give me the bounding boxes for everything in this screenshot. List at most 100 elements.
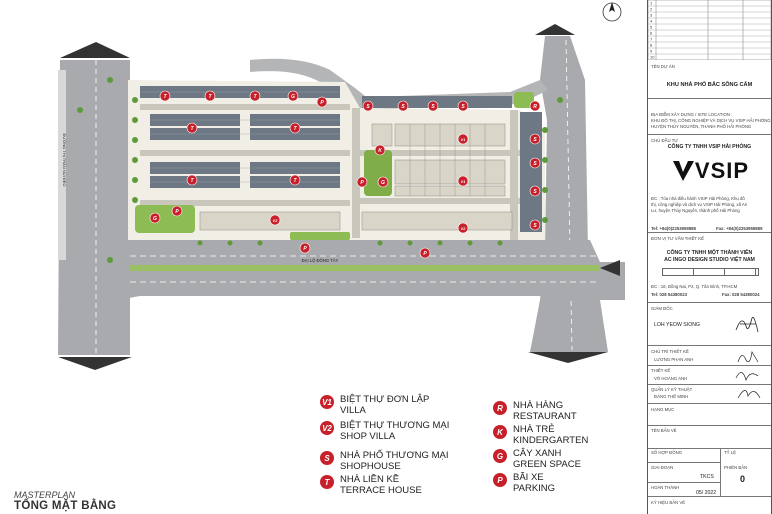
trees bbox=[77, 77, 563, 263]
vsip-logo-mark-icon bbox=[672, 161, 694, 181]
badge-code: P bbox=[360, 180, 364, 186]
owner-address-2: thị, công nghiệp và dịch vụ VSIP Hải Phò… bbox=[651, 202, 748, 207]
legend-badge: P bbox=[493, 473, 507, 487]
masterplan-label: MASTERPLAN bbox=[14, 490, 76, 500]
badge-parking: P bbox=[419, 247, 431, 259]
qa-name: ĐẶNG THẾ MINH bbox=[654, 394, 689, 399]
owner-heading: CHỦ ĐẦU TƯ bbox=[651, 138, 678, 143]
contract-heading: SỐ HỢP ĐỒNG bbox=[651, 450, 683, 455]
director-name: LOH YEOW SIONG bbox=[654, 322, 701, 328]
scale-heading: TỶ LỆ bbox=[724, 450, 736, 455]
badge-code: V1 bbox=[461, 180, 466, 184]
badge-shop: S bbox=[457, 100, 469, 112]
stage-cell bbox=[648, 462, 721, 483]
badge-terrace: T bbox=[249, 90, 261, 102]
director-signature-icon bbox=[735, 316, 759, 333]
badge-code: P bbox=[175, 209, 179, 215]
revision-number: 7 bbox=[650, 37, 653, 42]
legend-label-en: VILLA bbox=[340, 405, 366, 416]
revision-number: 2 bbox=[650, 7, 653, 12]
masterplan-title: TỔNG MẶT BẰNG bbox=[14, 500, 117, 512]
badge-code: T bbox=[293, 126, 297, 132]
badge-code: S bbox=[366, 104, 370, 110]
revision-heading: PHIÊN BẢN bbox=[724, 465, 748, 470]
badge-code: T bbox=[253, 94, 257, 100]
badge-terrace: T bbox=[204, 90, 216, 102]
main-road-label: ĐẠI LỘ ĐÔNG TÂY bbox=[302, 258, 339, 263]
revision-number: 5 bbox=[650, 25, 653, 30]
badge-code: K bbox=[378, 148, 382, 154]
badge-code: V2 bbox=[461, 227, 467, 231]
badge-terrace: T bbox=[186, 122, 198, 134]
legend-badge: T bbox=[320, 475, 334, 489]
badge-kindergarten: K bbox=[374, 144, 386, 156]
project-heading: TÊN DỰ ÁN bbox=[651, 64, 675, 69]
badge-code: P bbox=[320, 100, 324, 106]
badge-green: G bbox=[287, 90, 299, 102]
badge-parking: P bbox=[316, 96, 328, 108]
lead-designer-heading: CHỦ TRÌ THIẾT KẾ bbox=[651, 349, 689, 354]
north-arrow-icon bbox=[602, 2, 622, 22]
owner-phone: Tel: +84(0)2253959888 bbox=[651, 226, 696, 231]
legend-label-en: KINDERGARTEN bbox=[513, 435, 589, 446]
vsip-logo-text: VSIP bbox=[694, 158, 750, 183]
contract-cell bbox=[648, 448, 721, 463]
consultant-name-2: AC INGO DESIGN STUDIO VIỆT NAM bbox=[664, 257, 755, 263]
drawing-no-heading: KÝ HIỆU BẢN VẼ bbox=[651, 500, 686, 505]
legend-label-en: PARKING bbox=[513, 483, 556, 494]
director-heading: GIÁM ĐỐC bbox=[651, 306, 673, 311]
category-heading: HẠNG MỤC bbox=[651, 407, 675, 412]
consultant-name-1: CÔNG TY TNHH MỘT THÀNH VIÊN bbox=[666, 250, 753, 256]
revision-number: 9 bbox=[650, 49, 653, 54]
badge-code: R bbox=[533, 104, 537, 110]
badge-code: S bbox=[401, 104, 405, 110]
consultant-tel: Tel: 028 54380023 bbox=[651, 292, 687, 297]
badge-shop: S bbox=[362, 100, 374, 112]
badge-code: V2 bbox=[273, 219, 279, 223]
villa-clusters bbox=[371, 123, 506, 197]
badge-shop: S bbox=[529, 185, 541, 197]
side-road: ĐƯỜNG THỊ TRẤN NÚI ĐÈO bbox=[58, 42, 132, 370]
badge-shop: S bbox=[529, 133, 541, 145]
location-heading: ĐỊA ĐIỂM XÂY DỰNG / SITE LOCATION : bbox=[651, 112, 733, 117]
legend-label-vi: BIỆT THỰ ĐƠN LẬP bbox=[340, 394, 430, 405]
badge-villa: V1 bbox=[457, 133, 469, 145]
side-road-label: ĐƯỜNG THỊ TRẤN NÚI ĐÈO bbox=[62, 134, 67, 187]
badge-code: S bbox=[431, 104, 435, 110]
badge-code: T bbox=[190, 178, 194, 184]
badge-shop-villa: V2 bbox=[457, 222, 469, 234]
revision-number: 10 bbox=[650, 55, 655, 60]
owner-fax: Fax: +84(0)2253959889 bbox=[716, 226, 763, 231]
badge-terrace: T bbox=[289, 122, 301, 134]
legend-label-en: SHOP VILLA bbox=[340, 431, 396, 442]
badge-code: T bbox=[190, 126, 194, 132]
lead-designer-signature-icon bbox=[737, 350, 759, 363]
revision-number: 8 bbox=[650, 43, 653, 48]
qa-signature-icon bbox=[737, 390, 761, 399]
badge-restaurant: R bbox=[529, 100, 541, 112]
legend-badge: V2 bbox=[320, 421, 334, 435]
consultant-fax: Fax: 028 54380024 bbox=[722, 292, 760, 297]
owner-address-3: Lư, huyện Thủy Nguyên, thành phố Hải Phò… bbox=[651, 208, 740, 213]
lead-designer-name: LƯƠNG PHAN ANH bbox=[654, 357, 694, 362]
badge-shop-villa: V2 bbox=[269, 214, 281, 226]
badge-green: G bbox=[377, 176, 389, 188]
badge-code: S bbox=[533, 189, 537, 195]
badge-terrace: T bbox=[186, 174, 198, 186]
badge-shop: S bbox=[529, 219, 541, 231]
badge-shop: S bbox=[529, 157, 541, 169]
legend-label-vi: BÃI XE bbox=[513, 472, 544, 483]
legend-label-vi: NHÀ PHỐ THƯƠNG MẠI bbox=[340, 450, 449, 461]
badge-parking: P bbox=[299, 242, 311, 254]
badge-code: V1 bbox=[461, 138, 466, 142]
location-line1: KHU ĐÔ THỊ, CÔNG NGHIỆP VÀ DỊCH VỤ VSIP … bbox=[651, 118, 771, 123]
stage-value: TKCS bbox=[700, 474, 714, 480]
vsip-logo: VSIP bbox=[666, 156, 756, 186]
consultant-logo-strip bbox=[662, 268, 759, 276]
